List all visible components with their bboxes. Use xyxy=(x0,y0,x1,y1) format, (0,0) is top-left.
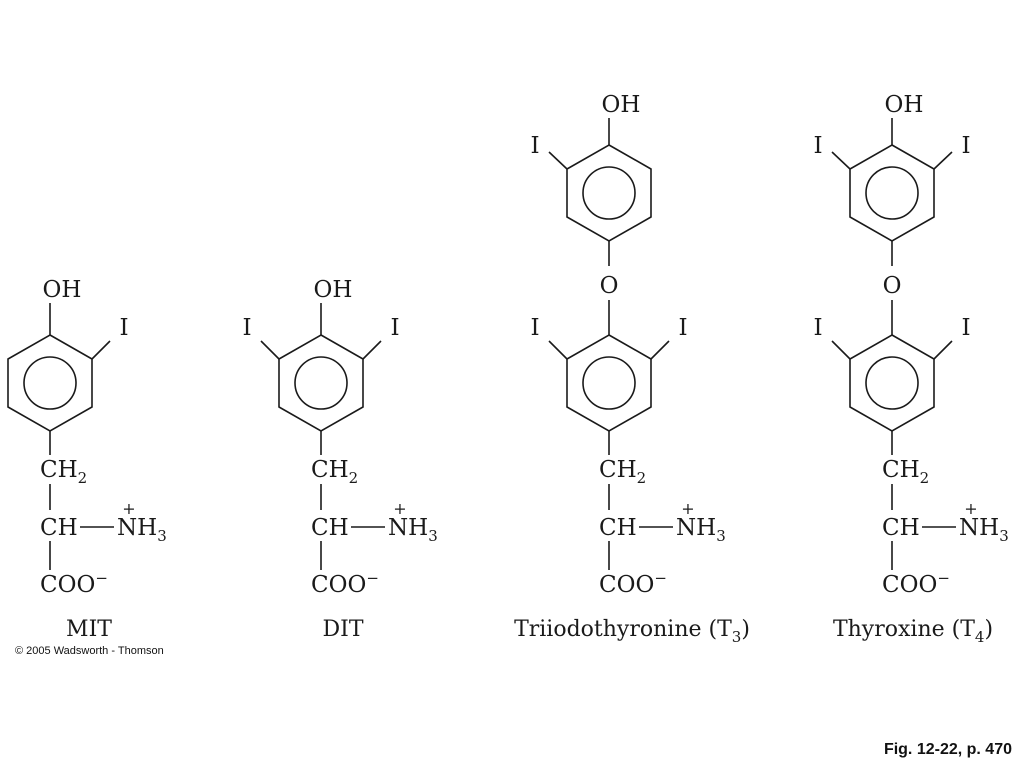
t3-ch: CH xyxy=(599,515,637,541)
dit-name: DIT xyxy=(322,617,363,642)
mit-ammonium-charge: + xyxy=(122,499,135,518)
t3-iodine-right-bond xyxy=(650,340,670,360)
dit-hydroxyl: OH xyxy=(314,277,353,303)
t4-ether-oxygen: O xyxy=(883,273,902,299)
dit-ammonium-charge: + xyxy=(393,499,406,518)
t4-ammonium-charge: + xyxy=(964,499,977,518)
dit-ch: CH xyxy=(311,515,349,541)
t3-iodine-left-bond xyxy=(548,340,568,360)
t4-outer-iodine-left: I xyxy=(813,133,822,159)
t4-outer-iodine-right: I xyxy=(961,133,970,159)
dit-carboxylate: COO− xyxy=(311,569,379,598)
molecule-mit: OH I CH2 CH + NH3 COO− MIT xyxy=(7,277,167,642)
t3-carboxylate: COO− xyxy=(599,569,667,598)
t3-inner-ring xyxy=(566,334,652,432)
mit-iodine-bond xyxy=(91,340,111,360)
t4-hydroxyl: OH xyxy=(885,92,924,118)
mit-carboxylate: COO− xyxy=(40,569,108,598)
t3-outer-iodine: I xyxy=(530,133,539,159)
mit-ring xyxy=(7,334,93,432)
t4-outer-ring xyxy=(849,144,935,242)
t3-ammonium: NH3 xyxy=(676,515,726,545)
molecule-dit: OH I I CH2 CH + NH3 COO− DIT xyxy=(242,277,437,642)
t4-iodine-right: I xyxy=(961,315,970,341)
t3-iodine-right: I xyxy=(678,315,687,341)
mit-iodine: I xyxy=(119,315,128,341)
t3-ch2: CH2 xyxy=(599,457,646,487)
t4-iodine-left: I xyxy=(813,315,822,341)
t3-hydroxyl: OH xyxy=(602,92,641,118)
t4-name: Thyroxine (T4) xyxy=(833,617,993,646)
t3-iodine-left: I xyxy=(530,315,539,341)
dit-ring xyxy=(278,334,364,432)
molecule-t4: OH I I O I I CH2 CH + NH3 COO− Thyroxine… xyxy=(813,92,1008,646)
mit-ch: CH xyxy=(40,515,78,541)
t4-inner-ring xyxy=(849,334,935,432)
t4-ch2: CH2 xyxy=(882,457,929,487)
t4-iodine-right-bond xyxy=(933,340,953,360)
dit-iodine-right-bond xyxy=(362,340,382,360)
copyright-notice: © 2005 Wadsworth - Thomson xyxy=(15,645,164,657)
t3-outer-iodine-bond xyxy=(548,151,568,170)
t3-ether-oxygen: O xyxy=(600,273,619,299)
mit-hydroxyl: OH xyxy=(43,277,82,303)
dit-ch2: CH2 xyxy=(311,457,358,487)
t3-ammonium-charge: + xyxy=(681,499,694,518)
t3-outer-ring xyxy=(566,144,652,242)
dit-iodine-right: I xyxy=(390,315,399,341)
t3-name: Triiodothyronine (T3) xyxy=(514,617,750,646)
mit-name: MIT xyxy=(66,617,112,642)
t4-outer-iodine-right-bond xyxy=(933,151,953,170)
mit-ch2: CH2 xyxy=(40,457,87,487)
figure-reference: Fig. 12-22, p. 470 xyxy=(883,741,1012,758)
molecule-t3: OH I O I I CH2 CH + NH3 COO− Triiodothyr… xyxy=(514,92,750,646)
dit-ammonium: NH3 xyxy=(388,515,438,545)
dit-iodine-left: I xyxy=(242,315,251,341)
t4-ammonium: NH3 xyxy=(959,515,1009,545)
mit-ammonium: NH3 xyxy=(117,515,167,545)
t4-iodine-left-bond xyxy=(831,340,851,360)
dit-iodine-left-bond xyxy=(260,340,280,360)
t4-outer-iodine-left-bond xyxy=(831,151,851,170)
t4-ch: CH xyxy=(882,515,920,541)
t4-carboxylate: COO− xyxy=(882,569,950,598)
